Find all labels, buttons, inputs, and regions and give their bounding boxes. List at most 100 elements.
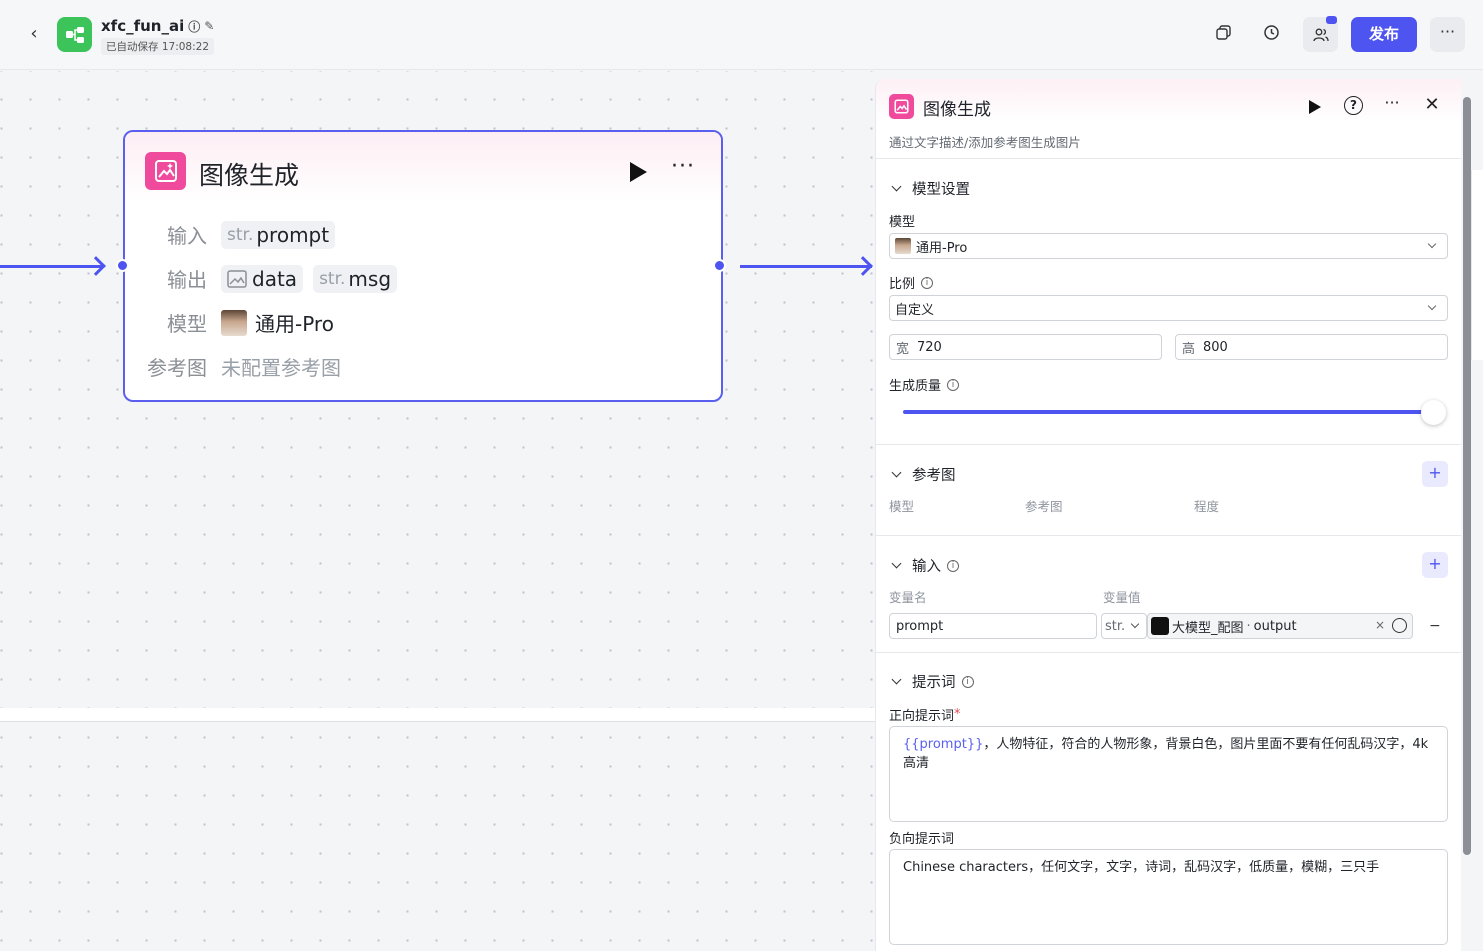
add-input-button[interactable]: + <box>1422 552 1448 578</box>
col-var-value: 变量值 <box>1103 590 1141 605</box>
close-icon[interactable]: ✕ <box>1424 94 1440 115</box>
quality-slider-thumb[interactable] <box>1421 400 1446 425</box>
node-title: 图像生成 <box>199 161 300 190</box>
ref-col-model: 模型 <box>889 499 915 514</box>
clear-icon[interactable]: × <box>1374 618 1385 632</box>
image-gen-icon <box>889 94 914 119</box>
more-icon[interactable]: ··· <box>1430 17 1465 52</box>
top-bar: ‹ xfc_fun_ai ⓘ ✎ 已自动保存 17:08:22 发布 ··· <box>0 0 1483 70</box>
col-var-name: 变量名 <box>889 590 927 605</box>
info-icon[interactable]: ⓘ <box>188 19 201 34</box>
image-gen-icon <box>145 152 186 190</box>
publish-button[interactable]: 发布 <box>1351 17 1417 52</box>
input-handle[interactable] <box>116 259 129 272</box>
input-tag: str.prompt <box>221 220 336 249</box>
positive-prompt-textarea[interactable]: {{prompt}}，人物特征，符合的人物形象，背景白色，图片里面不要有任何乱码… <box>889 726 1448 822</box>
incoming-arrow-icon <box>86 256 106 276</box>
input-label: 输入 <box>167 224 207 248</box>
outgoing-edge[interactable] <box>740 265 872 268</box>
divider <box>876 444 1461 445</box>
run-icon[interactable] <box>1309 100 1321 114</box>
negative-prompt-label: 负向提示词 <box>889 832 955 847</box>
chevron-down-icon <box>1427 239 1437 249</box>
var-name-input[interactable]: prompt <box>889 613 1097 639</box>
ref-section-header[interactable]: 参考图 <box>889 464 956 485</box>
info-icon[interactable]: i <box>961 675 974 688</box>
var-type-select[interactable]: str. <box>1101 613 1147 639</box>
model-label: 模型 <box>889 215 916 230</box>
back-icon[interactable]: ‹ <box>30 23 38 44</box>
info-icon[interactable]: i <box>947 378 960 391</box>
panel-title: 图像生成 <box>923 100 991 120</box>
node-more-icon[interactable]: ··· <box>671 154 695 179</box>
run-icon[interactable] <box>630 162 647 182</box>
ref-label: 参考图 <box>147 356 207 380</box>
app-name-row: xfc_fun_ai ⓘ ✎ <box>101 17 214 35</box>
divider <box>876 535 1461 536</box>
ref-col-image: 参考图 <box>1025 499 1063 514</box>
workflow-canvas[interactable]: 图像生成 ··· 输入 str.prompt 输出 data str.msg 模… <box>0 71 875 951</box>
output-handle[interactable] <box>713 259 726 272</box>
target-icon[interactable] <box>1392 618 1407 633</box>
chevron-down-icon <box>891 467 902 478</box>
users-icon <box>1312 28 1329 41</box>
model-select[interactable]: 通用-Pro <box>889 233 1448 259</box>
model-avatar <box>895 238 911 254</box>
model-settings-header[interactable]: 模型设置 <box>889 178 970 199</box>
quality-slider-track[interactable] <box>903 410 1433 414</box>
panel-subtitle: 通过文字描述/添加参考图生成图片 <box>889 135 1081 150</box>
history-icon[interactable] <box>1260 24 1282 46</box>
node-ref-row: 参考图 未配置参考图 <box>125 352 341 381</box>
collaborators-button[interactable] <box>1303 16 1338 52</box>
incoming-edge[interactable] <box>0 265 104 268</box>
app-logo <box>57 17 92 52</box>
image-generation-node[interactable]: 图像生成 ··· 输入 str.prompt 输出 data str.msg 模… <box>123 130 723 402</box>
chevron-down-icon <box>1427 301 1437 311</box>
autosave-status: 已自动保存 17:08:22 <box>101 38 214 55</box>
chevron-down-icon <box>891 558 902 569</box>
help-icon[interactable]: ? <box>1344 96 1363 115</box>
chevron-down-icon <box>891 181 902 192</box>
canvas-divider <box>0 708 875 722</box>
node-input-row: 输入 str.prompt <box>125 220 345 249</box>
chevron-down-icon <box>1130 619 1140 629</box>
prompt-variable: {{prompt}} <box>903 737 984 752</box>
output-tag-msg: str.msg <box>313 264 398 293</box>
more-icon[interactable]: ··· <box>1384 93 1400 112</box>
workflow-icon <box>65 26 84 43</box>
positive-prompt-label: 正向提示词* <box>889 707 961 724</box>
ratio-select[interactable]: 自定义 <box>889 295 1448 321</box>
info-icon[interactable]: i <box>921 276 934 289</box>
remove-input-icon[interactable]: − <box>1429 618 1441 634</box>
model-value: 通用-Pro <box>255 312 334 336</box>
output-tag-data: data <box>221 264 304 293</box>
node-header: 图像生成 ··· <box>125 132 721 202</box>
var-ref-select[interactable]: 大模型_配图 · output × <box>1147 613 1413 639</box>
panel-header: 图像生成 通过文字描述/添加参考图生成图片 ? ··· ✕ <box>876 79 1461 159</box>
app-name: xfc_fun_ai <box>101 17 185 35</box>
output-label: 输出 <box>167 268 207 292</box>
model-label: 模型 <box>167 312 207 336</box>
chevron-down-icon <box>891 674 902 685</box>
ref-value: 未配置参考图 <box>221 356 341 380</box>
panel-scrollbar[interactable] <box>1463 97 1471 855</box>
add-ref-button[interactable]: + <box>1422 461 1448 487</box>
side-strip <box>1471 170 1483 360</box>
edit-icon[interactable]: ✎ <box>204 19 215 33</box>
info-icon[interactable]: i <box>947 559 959 572</box>
model-avatar <box>221 309 247 336</box>
llm-node-icon <box>1151 617 1169 635</box>
negative-prompt-textarea[interactable]: Chinese characters，任何文字，文字，诗词，乱码汉字，低质量，模… <box>889 849 1448 945</box>
node-output-row: 输出 data str.msg <box>125 264 407 293</box>
notification-badge <box>1326 16 1337 24</box>
divider <box>876 652 1461 653</box>
ref-col-degree: 程度 <box>1194 499 1220 514</box>
image-icon <box>227 269 247 288</box>
copy-icon[interactable] <box>1212 24 1234 46</box>
